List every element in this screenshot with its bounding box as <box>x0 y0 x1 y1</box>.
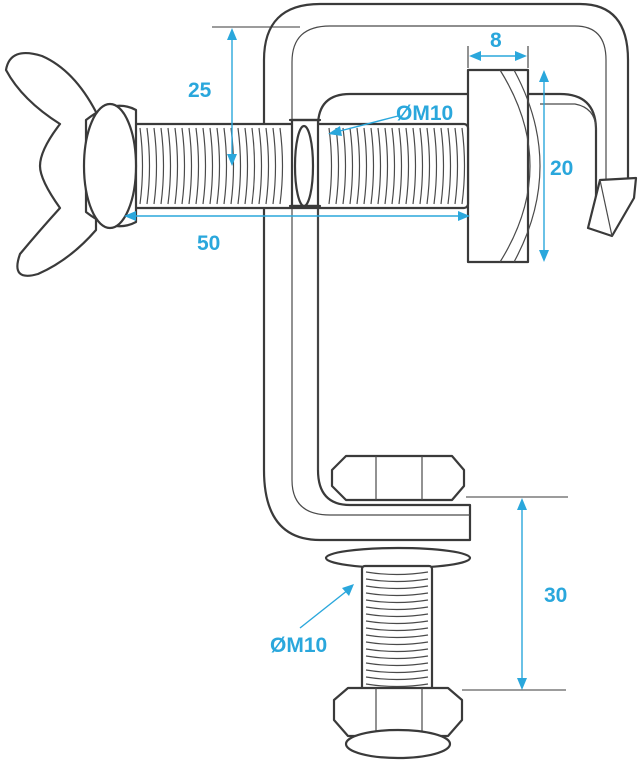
thread-line <box>181 127 186 205</box>
thread-line <box>365 641 429 646</box>
thread-line <box>391 127 396 205</box>
thread-line <box>454 127 459 205</box>
thread-line <box>365 634 429 639</box>
thread-line <box>237 127 242 205</box>
dimension-label-diameter-bottom: ØM10 <box>270 634 327 657</box>
thread-line <box>398 127 403 205</box>
clamp-body <box>262 2 638 542</box>
thread-line <box>342 127 347 205</box>
thread-line <box>461 127 466 205</box>
thread-line <box>251 127 256 205</box>
top-bolt-threads <box>139 127 466 205</box>
thread-line <box>216 127 221 205</box>
thread-line <box>440 127 445 205</box>
thread-line <box>195 127 200 205</box>
thread-line <box>365 627 429 632</box>
thread-line <box>365 606 429 611</box>
dimension-bolt-length: 50 <box>124 211 470 255</box>
dimension-diameter-top: ØM10 <box>328 102 453 136</box>
thread-line <box>349 127 354 205</box>
wing-nut <box>4 52 138 277</box>
dimension-width-pad: 8 <box>467 29 529 68</box>
thread-line <box>419 127 424 205</box>
thread-line <box>174 127 179 205</box>
thread-line <box>153 127 158 205</box>
thread-line <box>365 585 429 590</box>
thread-line <box>365 676 429 681</box>
dimension-label-25: 25 <box>188 79 212 102</box>
thread-line <box>356 127 361 205</box>
thread-line <box>363 127 368 205</box>
thread-line <box>202 127 207 205</box>
thread-line <box>377 127 382 205</box>
thread-line <box>412 127 417 205</box>
thread-line <box>365 648 429 653</box>
thread-line <box>365 655 429 660</box>
thread-line <box>258 127 263 205</box>
thread-line <box>160 127 165 205</box>
dimension-label-30: 30 <box>544 584 567 607</box>
thread-line <box>365 669 429 674</box>
dimension-diameter-bottom: ØM10 <box>270 584 354 657</box>
thread-line <box>365 592 429 597</box>
thread-line <box>433 127 438 205</box>
thread-line <box>139 127 144 205</box>
thread-line <box>209 127 214 205</box>
thread-line <box>405 127 410 205</box>
thread-line <box>365 613 429 618</box>
bottom-bolt-threads <box>365 571 429 688</box>
thread-line <box>223 127 228 205</box>
thread-line <box>447 127 452 205</box>
thread-line <box>365 620 429 625</box>
dimension-label-diameter-top: ØM10 <box>396 102 453 125</box>
thread-line <box>188 127 193 205</box>
thread-line <box>167 127 172 205</box>
thread-line <box>384 127 389 205</box>
thread-line <box>265 127 270 205</box>
thread-line <box>244 127 249 205</box>
dimension-label-20: 20 <box>550 157 573 180</box>
thread-line <box>279 127 284 205</box>
clamp-pad <box>466 68 541 264</box>
thread-line <box>146 127 151 205</box>
thread-line <box>328 127 333 205</box>
thread-line <box>365 662 429 667</box>
dimension-label-50: 50 <box>197 232 220 255</box>
thread-line <box>365 571 429 576</box>
thread-line <box>365 683 429 688</box>
thread-line <box>426 127 431 205</box>
thread-line <box>370 127 375 205</box>
dimension-height-pad: 20 <box>539 70 573 262</box>
dimension-height-top: 25 <box>188 26 300 166</box>
thread-line <box>272 127 277 205</box>
dimension-label-8: 8 <box>490 29 502 52</box>
bottom-bolt <box>324 454 472 760</box>
thread-line <box>365 578 429 583</box>
top-threaded-bolt <box>116 118 470 210</box>
dimension-bolt-bottom: 30 <box>462 496 568 691</box>
thread-line <box>365 599 429 604</box>
